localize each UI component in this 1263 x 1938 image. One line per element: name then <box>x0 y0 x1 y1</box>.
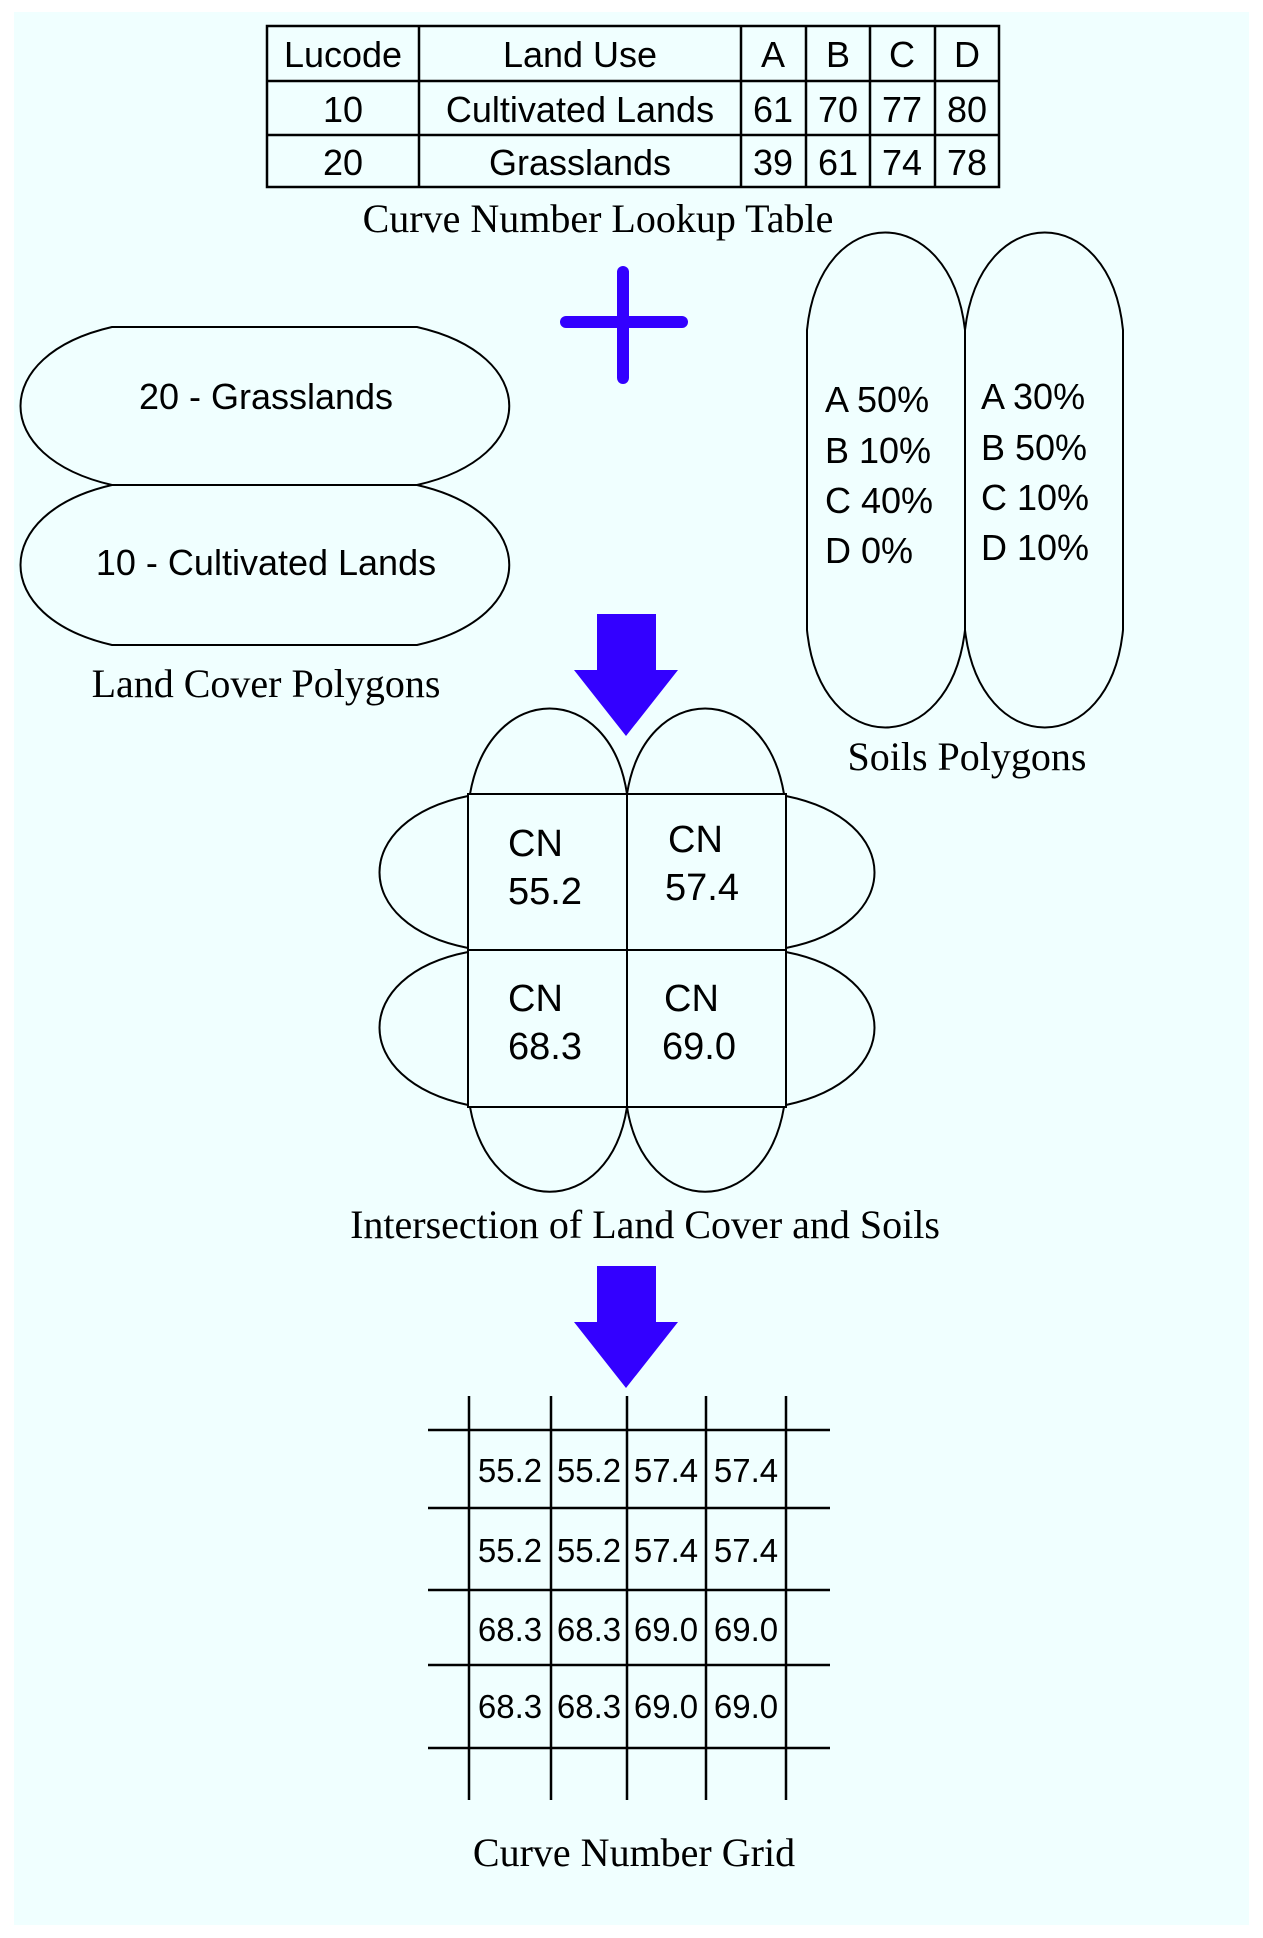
table-header-land-use: Land Use <box>503 34 657 75</box>
intersection-cn-value: 55.2 <box>508 871 582 913</box>
soil-right-line: D 10% <box>981 527 1089 568</box>
soil-left-line: C 40% <box>825 480 933 521</box>
grid-cell: 55.2 <box>557 1452 621 1489</box>
lookup-table-text: Lucode Land Use A B C D 10 Cultivated La… <box>284 34 987 183</box>
grid-cell: 57.4 <box>634 1532 698 1569</box>
soil-left-line: D 0% <box>825 530 913 571</box>
table-cell: 61 <box>818 142 858 183</box>
grid-cell: 69.0 <box>714 1688 778 1725</box>
grid-cell: 69.0 <box>634 1688 698 1725</box>
table-cell: 78 <box>947 142 987 183</box>
soil-left-line: A 50% <box>825 379 929 420</box>
table-header-lucode: Lucode <box>284 34 402 75</box>
intersection-cn-value: 57.4 <box>665 867 739 909</box>
intersection-cn-value: 68.3 <box>508 1026 582 1068</box>
grid-cell: 57.4 <box>714 1532 778 1569</box>
lookup-table-caption: Curve Number Lookup Table <box>363 196 834 241</box>
table-header-b: B <box>826 34 850 75</box>
grid-cell: 57.4 <box>714 1452 778 1489</box>
intersection-polygons <box>378 707 876 1193</box>
table-cell: 20 <box>323 142 363 183</box>
intersection-lobe-top-left <box>469 707 628 795</box>
table-cell: 39 <box>753 142 793 183</box>
table-header-d: D <box>954 34 980 75</box>
grasslands-label: 20 - Grasslands <box>139 376 393 417</box>
intersection-caption: Intersection of Land Cover and Soils <box>350 1202 940 1247</box>
plus-icon <box>560 266 688 384</box>
intersection-cn-label: CN <box>668 819 723 861</box>
table-border <box>265 24 1001 189</box>
soil-left-line: B 10% <box>825 430 931 471</box>
soil-right-line: C 10% <box>981 477 1089 518</box>
intersection-cn-label: CN <box>664 978 719 1020</box>
grid-cell: 57.4 <box>634 1452 698 1489</box>
intersection-lobe-bottom-right <box>626 1106 785 1193</box>
down-arrow-icon <box>574 1266 678 1388</box>
table-cell: 80 <box>947 89 987 130</box>
grid-cell: 55.2 <box>557 1532 621 1569</box>
diagram-background <box>14 12 1249 1925</box>
cultivated-lands-label: 10 - Cultivated Lands <box>96 542 436 583</box>
intersection-cn-value: 69.0 <box>662 1026 736 1068</box>
table-cell: Grasslands <box>489 142 671 183</box>
soils-text: A 50% B 10% C 40% D 0% A 30% B 50% C 10%… <box>825 376 1089 571</box>
table-cell: 74 <box>882 142 922 183</box>
table-cell: Cultivated Lands <box>446 89 714 130</box>
intersection-lobe-left-top <box>378 795 469 949</box>
cultivated-lands-polygon <box>19 484 510 646</box>
grid-values: 55.2 55.2 57.4 57.4 55.2 55.2 57.4 57.4 … <box>478 1452 778 1725</box>
grid-cell: 69.0 <box>634 1611 698 1648</box>
soils-caption: Soils Polygons <box>848 734 1087 779</box>
grid-caption: Curve Number Grid <box>473 1830 795 1875</box>
intersection-lobe-top-right <box>626 707 785 795</box>
grid-cell: 68.3 <box>557 1611 621 1648</box>
grid-cell: 68.3 <box>478 1688 542 1725</box>
table-cell: 61 <box>753 89 793 130</box>
table-cell: 77 <box>882 89 922 130</box>
table-header-a: A <box>761 34 785 75</box>
land-cover-polygons <box>19 326 510 646</box>
lookup-table <box>265 24 1001 189</box>
intersection-text: CN 55.2 CN 57.4 CN 68.3 CN 69.0 <box>508 819 739 1068</box>
soil-polygon-right <box>964 231 1124 729</box>
grid-cell: 55.2 <box>478 1532 542 1569</box>
soils-polygons <box>806 231 1124 729</box>
down-arrow-icon <box>574 614 678 736</box>
soil-right-line: B 50% <box>981 427 1087 468</box>
land-cover-caption: Land Cover Polygons <box>92 661 441 706</box>
table-header-c: C <box>889 34 915 75</box>
grid-cell: 68.3 <box>557 1688 621 1725</box>
intersection-lobe-left-bottom <box>378 951 469 1106</box>
table-cell: 70 <box>818 89 858 130</box>
grid-cell: 55.2 <box>478 1452 542 1489</box>
intersection-lobe-right-bottom <box>785 951 876 1106</box>
soil-right-line: A 30% <box>981 376 1085 417</box>
intersection-lobe-right-top <box>785 795 876 949</box>
grid-cell: 69.0 <box>714 1611 778 1648</box>
intersection-cn-label: CN <box>508 978 563 1020</box>
intersection-lobe-bottom-left <box>469 1106 628 1193</box>
intersection-cn-label: CN <box>508 823 563 865</box>
table-cell: 10 <box>323 89 363 130</box>
curve-number-grid <box>428 1396 830 1800</box>
grid-cell: 68.3 <box>478 1611 542 1648</box>
